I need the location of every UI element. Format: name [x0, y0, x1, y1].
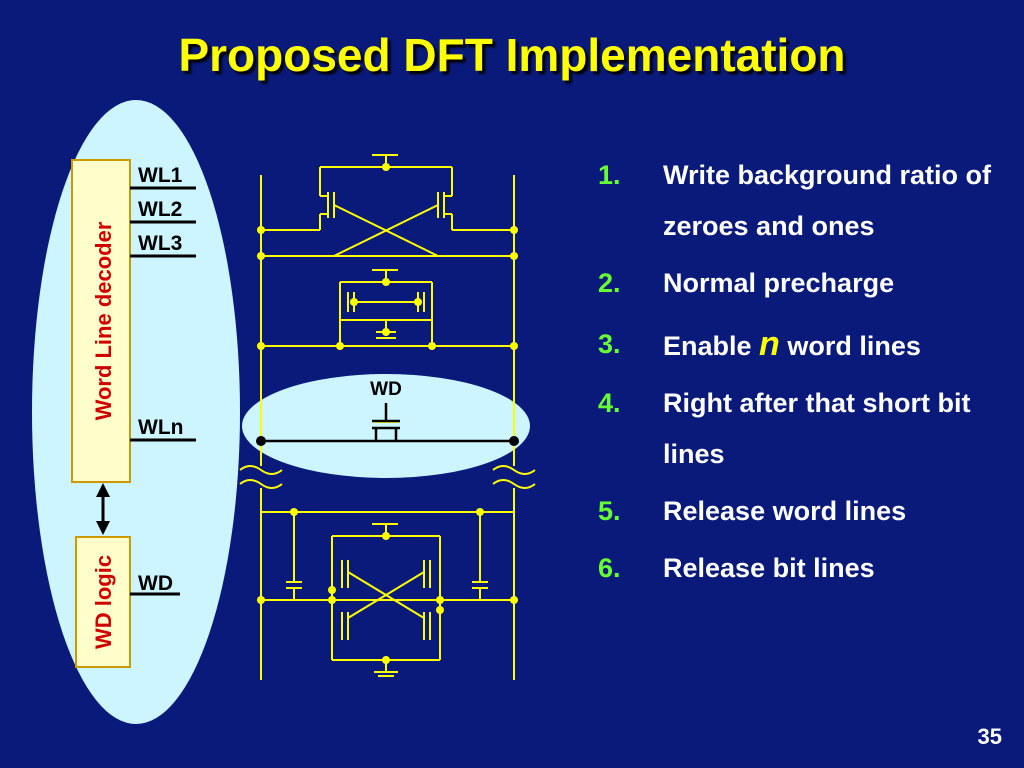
- step-number: 5.: [598, 496, 621, 526]
- step-number: 6.: [598, 553, 621, 583]
- step-number: 3.: [598, 329, 621, 359]
- decoder-wdlogic-arrow: [96, 483, 110, 535]
- step-number: 4.: [598, 388, 621, 418]
- step-number: 2.: [598, 268, 621, 298]
- step-item: 1. Write background ratio of zeroes and …: [598, 150, 1018, 252]
- wordline-outputs: [130, 186, 196, 596]
- step-text: Enable n word lines: [663, 319, 1018, 372]
- slide-title: Proposed DFT Implementation: [178, 29, 846, 81]
- wd-transistor: [261, 403, 514, 443]
- step-text: Right after that short bit lines: [663, 388, 971, 469]
- wd-transistor-label: WD: [370, 379, 402, 400]
- wd-highlight-ellipse: [242, 374, 530, 478]
- wd-logic-label: WD logic: [91, 555, 116, 649]
- word-line-decoder-block: [71, 159, 131, 483]
- wln-label: WLn: [138, 416, 183, 439]
- step-text-prefix: Enable: [663, 331, 752, 361]
- wd-output-label: WD: [138, 572, 173, 595]
- wl1-label: WL1: [138, 164, 183, 187]
- step-text: Write background ratio of zeroes and one…: [663, 160, 992, 241]
- junction-dots: [257, 163, 518, 664]
- step-item: 6. Release bit lines: [598, 543, 1018, 594]
- step-item: 4. Right after that short bit lines: [598, 378, 1018, 480]
- decoder-ellipse: [32, 100, 240, 724]
- step-text: Release word lines: [663, 496, 907, 526]
- step-item: 5. Release word lines: [598, 486, 1018, 537]
- step-text: Release bit lines: [663, 553, 875, 583]
- steps-list: 1. Write background ratio of zeroes and …: [598, 150, 1018, 594]
- step-item: 2. Normal precharge: [598, 258, 1018, 309]
- word-line-decoder-label: Word Line decoder: [91, 221, 116, 420]
- step-emphasis-n: n: [759, 325, 780, 363]
- wd-logic-block: [75, 536, 131, 668]
- step-text-suffix: word lines: [787, 331, 921, 361]
- page-number: 35: [977, 724, 1002, 749]
- wl2-label: WL2: [138, 198, 182, 221]
- wl3-label: WL3: [138, 232, 182, 255]
- step-number: 1.: [598, 160, 621, 190]
- step-item: 3. Enable n word lines: [598, 319, 1018, 372]
- step-text: Normal precharge: [663, 268, 895, 298]
